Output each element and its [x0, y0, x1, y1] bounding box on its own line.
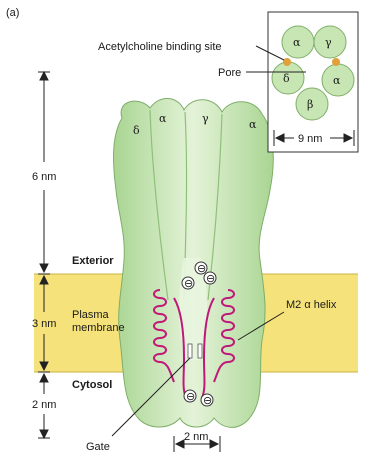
negative-ion-2: ⊖ [182, 277, 194, 290]
inset-subunit-delta: δ [283, 72, 290, 85]
top-view-inset [268, 12, 358, 152]
plasma-label: Plasma [72, 309, 110, 321]
subunit-label-gamma: γ [202, 112, 209, 125]
receptor-protein [114, 98, 274, 427]
negative-ion-5: ⊖ [201, 394, 213, 407]
panel-label: (a) [6, 7, 19, 19]
gate-bar-left [188, 344, 192, 358]
membrane-label: membrane [72, 322, 125, 334]
ion-symbol-5: ⊖ [203, 395, 212, 407]
gate-bar-right [198, 344, 202, 358]
pore-label: Pore [218, 67, 241, 79]
m2-helix-label: M2 α helix [286, 299, 337, 311]
dimension-2nm-vertical: 2 nm [32, 399, 56, 411]
gate-label: Gate [86, 441, 110, 453]
inset-subunit-alpha-1: α [293, 36, 301, 49]
subunit-label-delta: δ [133, 124, 140, 137]
binding-site-dot-left [283, 58, 291, 66]
ion-symbol-3: ⊖ [206, 273, 215, 285]
dimension-arrows-left [38, 72, 50, 438]
subunit-label-alpha-2: α [249, 118, 257, 131]
cytosol-label: Cytosol [72, 379, 112, 391]
inset-subunit-beta: β [307, 98, 313, 111]
subunit-label-alpha-1: α [159, 112, 167, 125]
ion-symbol-4: ⊖ [186, 391, 195, 403]
negative-ion-4: ⊖ [184, 390, 196, 403]
dimension-3nm: 3 nm [32, 318, 56, 330]
dimension-6nm: 6 nm [32, 171, 56, 183]
binding-site-label: Acetylcholine binding site [98, 41, 222, 53]
exterior-label: Exterior [72, 255, 114, 267]
negative-ion-3: ⊖ [204, 272, 216, 285]
binding-site-dot-right [332, 58, 340, 66]
inset-width-label: 9 nm [298, 133, 322, 145]
negative-ion-6: ⊖ [0, 0, 9, 3]
ion-symbol-2: ⊖ [184, 278, 193, 290]
inset-subunit-alpha-2: α [333, 74, 341, 87]
dimension-2nm-horizontal: 2 nm [184, 431, 208, 443]
inset-subunit-gamma: γ [325, 36, 332, 49]
ion-symbol-1: ⊖ [197, 263, 206, 275]
